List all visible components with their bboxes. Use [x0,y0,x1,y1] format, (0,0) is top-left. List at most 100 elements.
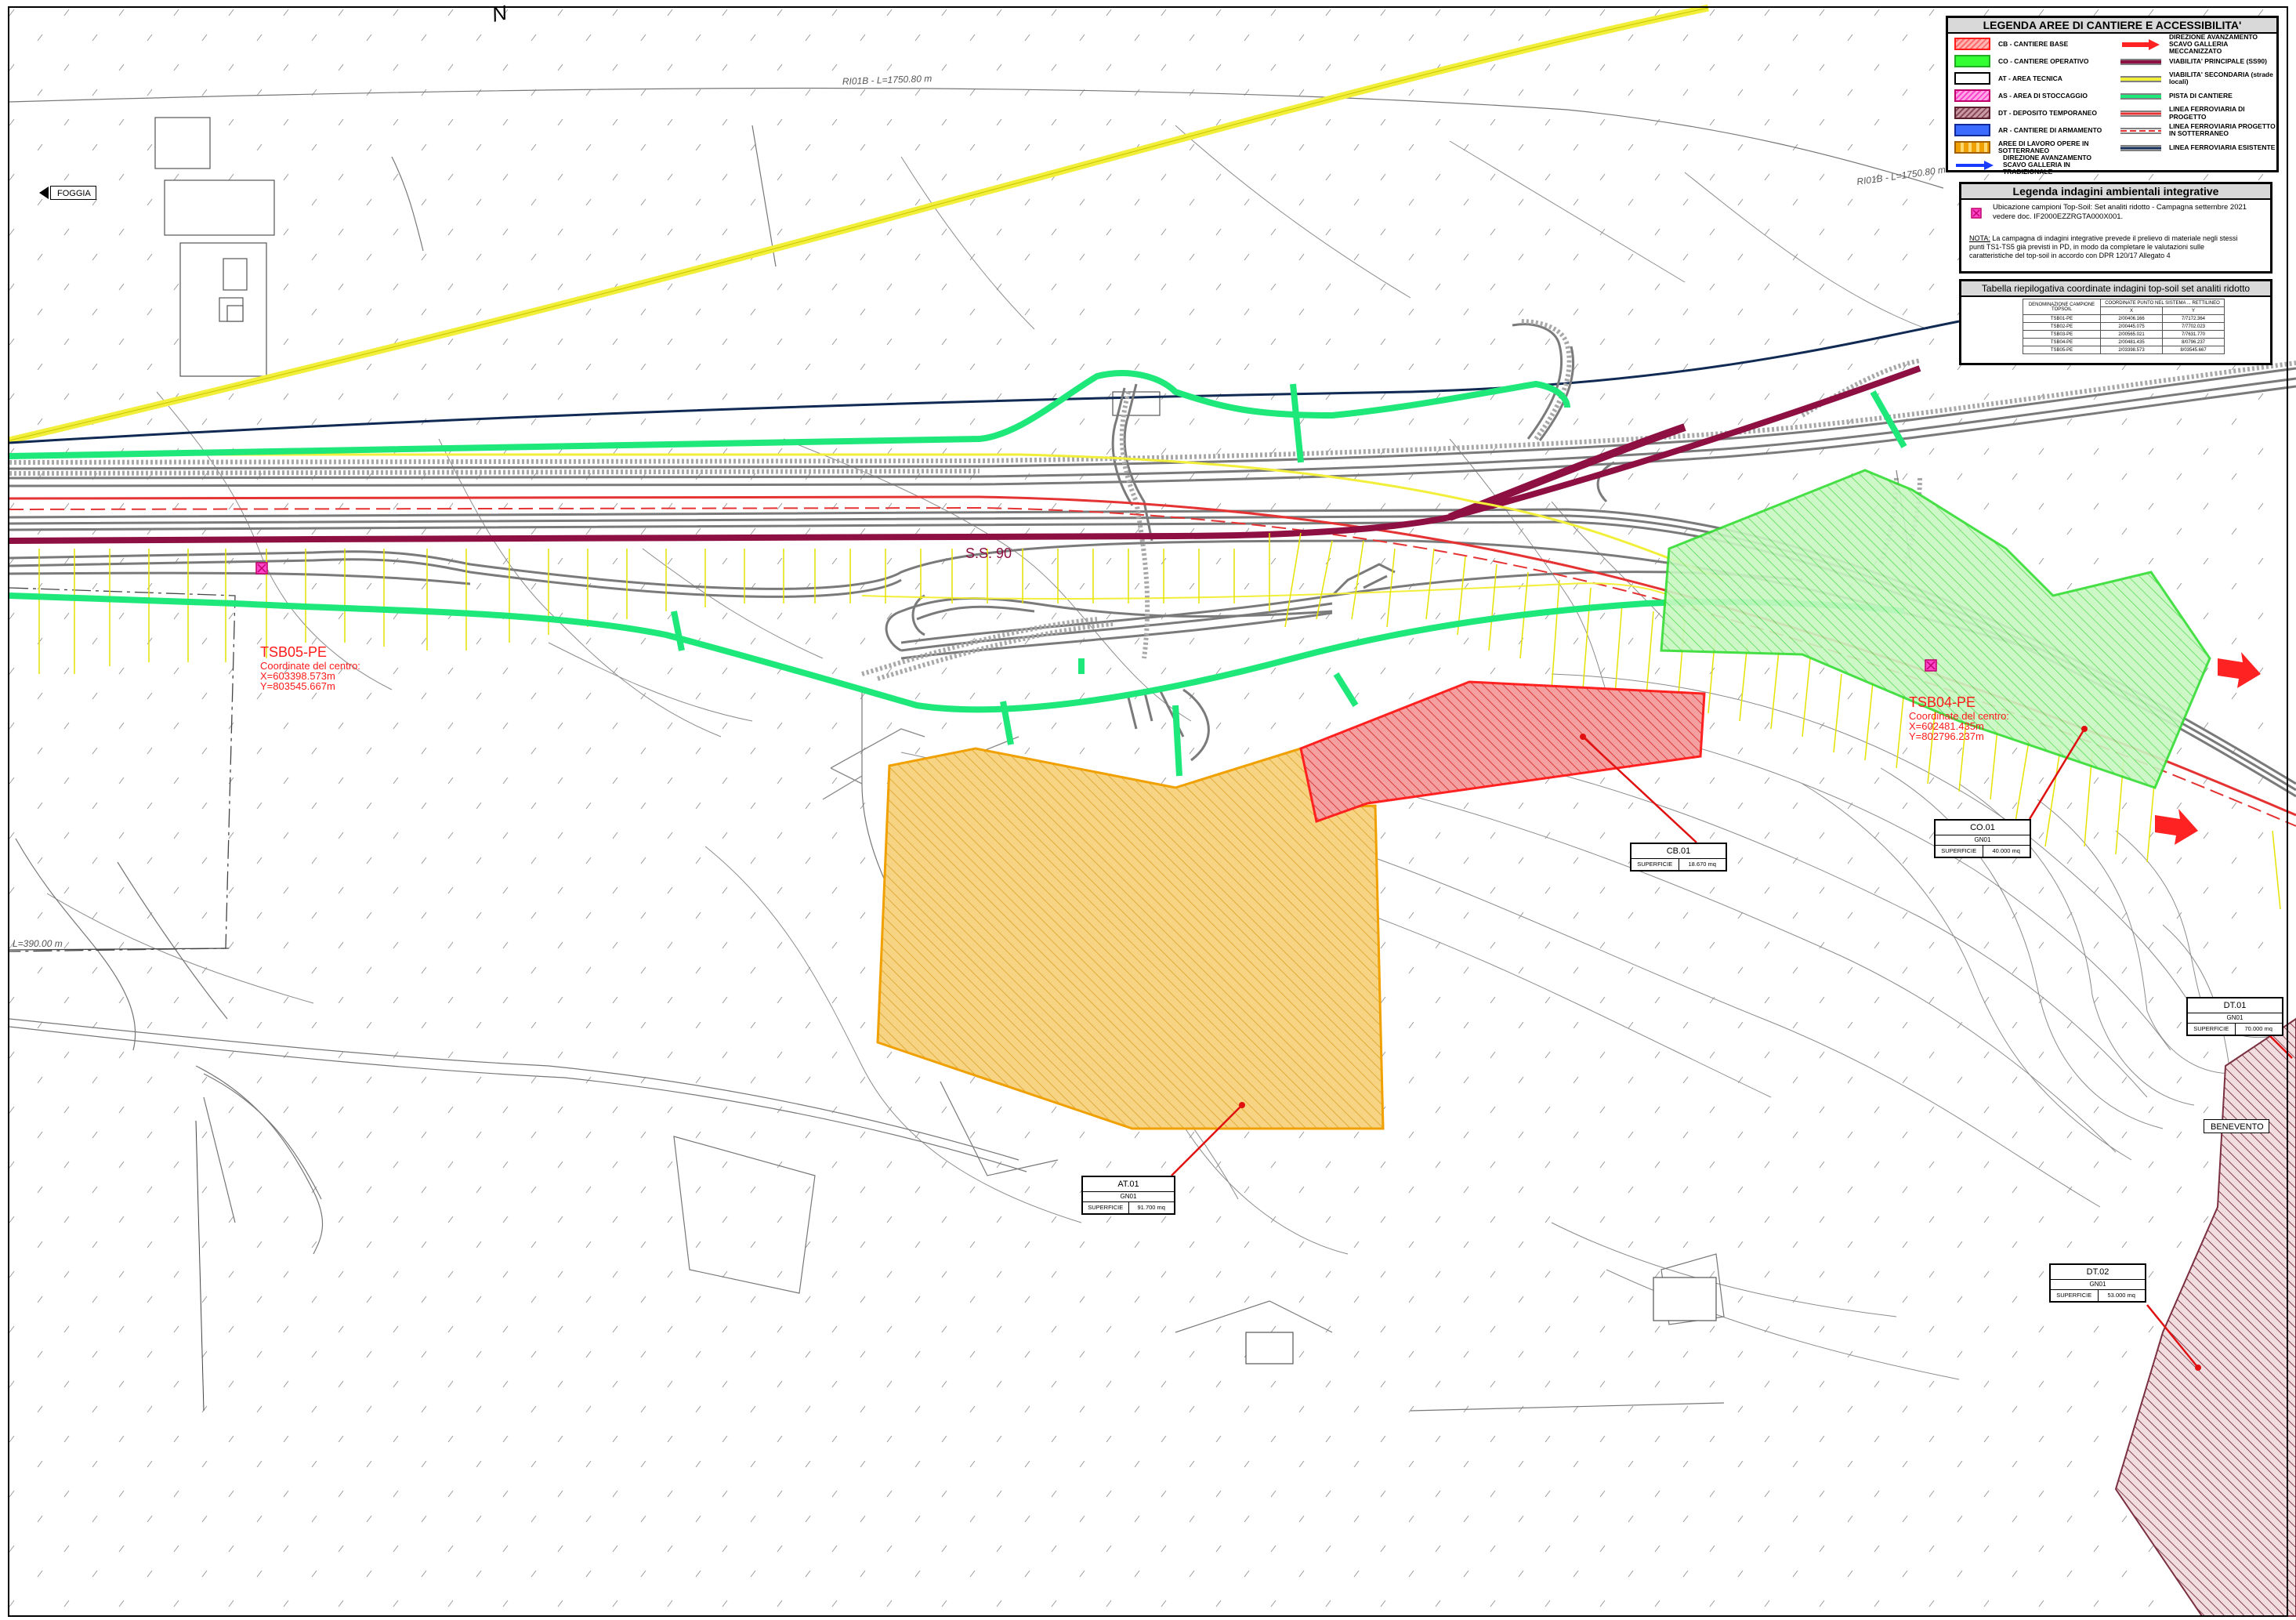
sample-y: Y=803545.667m [260,680,335,692]
legend-label: DT - DEPOSITO TEMPORANEO [1998,109,2097,117]
arrow-red-icon [2120,39,2161,50]
legend-item-arrow-red: DIREZIONE AVANZAMENTO SCAVO GALLERIA MEC… [2120,32,2277,55]
note-label: NOTA: [1969,234,1990,242]
sample-caption: Coordinate del centro: [260,660,360,672]
note-line1: La campagna di indagini integrative prev… [1990,234,2238,242]
sample-name: TSB05-PE [260,644,328,660]
legend-indagini-panel: Legenda indagini ambientali integrative … [1959,182,2272,274]
legend-cantiere-title: LEGENDA AREE DI CANTIERE E ACCESSIBILITA… [1948,18,2276,34]
surface-value: 18.670 mq [1678,859,1726,870]
chainage-label-3: L=390.00 m [13,938,63,949]
arrow-blue-icon [1954,160,1995,170]
direction-text-east: BENEVENTO [2211,1122,2264,1132]
legend-label: LINEA FERROVIARIA ESISTENTE [2169,143,2276,151]
swatch-at-icon [1954,72,1990,85]
col-y: Y [2162,306,2225,315]
legend-item-pc: PISTA DI CANTIERE [2120,87,2233,104]
legend-label: CO - CANTIERE OPERATIVO [1998,57,2089,65]
legend-label: VIABILITA' SECONDARIA (strade locali) [2169,71,2273,85]
area-tag-co01[interactable]: CO.01 GN01 SUPERFICIE 40.000 mq [1934,819,2031,858]
legend-label: LINEA FERROVIARIA PROGETTO IN SOTTERRANE… [2169,122,2276,137]
area-dt02 [2114,1017,2296,1617]
swatch-co-icon [1954,55,1990,67]
legend-indagini-body: Ubicazione campioni Top-Soil: Set analit… [1993,203,2264,222]
sample-marker-tsb04[interactable] [1925,659,1937,672]
surface-label: SUPERFICIE [1941,847,1977,854]
legend-item-at: AT - AREA TECNICA [1954,70,2062,87]
legend-item-cb: CB - CANTIERE BASE [1954,35,2068,53]
legend-label: DIREZIONE AVANZAMENTO SCAVO GALLERIA IN … [2003,153,2092,176]
legend-label: AREE DI LAVORO OPERE IN SOTTERRANEO [1998,140,2089,154]
surface-label: SUPERFICIE [1637,861,1673,868]
col-coord: COORDINATE PUNTO NEL SISTEMA ... RETTILI… [2100,299,2225,307]
area-code: GN01 [2188,1013,2282,1024]
surface-label: SUPERFICIE [2193,1025,2229,1032]
direction-text-west: FOGGIA [57,189,91,198]
legend-indagini-title: Legenda indagini ambientali integrative [1961,184,2270,200]
swatch-as-icon [1954,89,1990,102]
surface-value: 40.000 mq [1982,846,2030,857]
line-vp-icon [2120,56,2161,66]
legend-item-dt: DT - DEPOSITO TEMPORANEO [1954,104,2097,121]
surface-value: 53.000 mq [2097,1290,2146,1301]
line-pc-icon [2120,91,2161,100]
surface-value: 91.700 mq [1128,1202,1175,1213]
main-road-ss90 [9,365,1921,544]
area-name: AT.01 [1083,1177,1174,1192]
area-name: DT.02 [2051,1265,2145,1280]
col-x: X [2100,306,2163,315]
legend-item-sotterraneo: AREE DI LAVORO OPERE IN SOTTERRANEO [1954,139,2111,156]
swatch-ar-icon [1954,124,1990,136]
excavation-direction-arrows [2155,652,2261,845]
legend-label: LINEA FERROVIARIA DI PROGETTO [2169,105,2245,121]
legend-label: AT - AREA TECNICA [1998,74,2062,82]
legend-item-fs: LINEA FERROVIARIA PROGETTO IN SOTTERRANE… [2120,121,2277,139]
construction-tracks [9,370,1907,777]
line-vs-icon [2120,74,2161,83]
swatch-dt-icon [1954,107,1990,119]
legend-indagini-item-line2: vedere doc. IF2000EZZRGTA000X001. [1993,212,2124,221]
area-code: GN01 [1936,835,2030,846]
legend-tabella-title: Tabella riepilogativa coordinate indagin… [1961,281,2270,297]
area-co01 [1660,469,2211,789]
legend-cantiere-panel: LEGENDA AREE DI CANTIERE E ACCESSIBILITA… [1946,16,2279,176]
sample-marker-icon [1971,208,1982,219]
direction-label-benevento: BENEVENTO [2204,1119,2269,1133]
coordinates-table: DENOMINAZIONE CAMPIONE TOPSOIL COORDINAT… [2023,299,2225,354]
legend-label: DIREZIONE AVANZAMENTO SCAVO GALLERIA MEC… [2169,32,2258,55]
legend-indagini-note: NOTA: La campagna di indagini integrativ… [1969,234,2264,260]
line-fs-icon [2120,125,2161,135]
surface-label: SUPERFICIE [1088,1204,1124,1211]
legend-item-vp: VIABILITA' PRINCIPALE (SS90) [2120,53,2267,70]
line-fe-icon [2120,143,2161,152]
alignment-line [9,587,236,952]
sample-x: X=602481.435m [1909,720,1984,732]
col-name: DENOMINAZIONE CAMPIONE TOPSOIL [2023,299,2101,315]
legend-item-fp: LINEA FERROVIARIA DI PROGETTO [2120,104,2276,121]
sample-annotation-tsb04: TSB04-PE Coordinate del centro: X=602481… [1909,694,2009,741]
area-name: CO.01 [1936,821,2030,835]
legend-label: CB - CANTIERE BASE [1998,40,2069,48]
sample-x: X=603398.573m [260,670,335,682]
swatch-cb-icon [1954,38,1990,50]
sample-name: TSB04-PE [1909,694,1976,710]
area-cb01 [1299,680,1706,823]
legend-item-fe: LINEA FERROVIARIA ESISTENTE [2120,139,2275,156]
legend-item-arrow-blue: DIREZIONE AVANZAMENTO SCAVO GALLERIA IN … [1954,153,2111,176]
legend-item-vs: VIABILITA' SECONDARIA (strade locali) [2120,70,2277,87]
sample-marker-tsb05[interactable] [255,562,268,574]
note-line3: caratteristiche del top-soil in accordo … [1969,252,2171,259]
legend-item-co: CO - CANTIERE OPERATIVO [1954,53,2089,70]
legend-label: AS - AREA DI STOCCAGGIO [1998,92,2088,100]
legend-label: AR - CANTIERE DI ARMAMENTO [1998,126,2102,134]
